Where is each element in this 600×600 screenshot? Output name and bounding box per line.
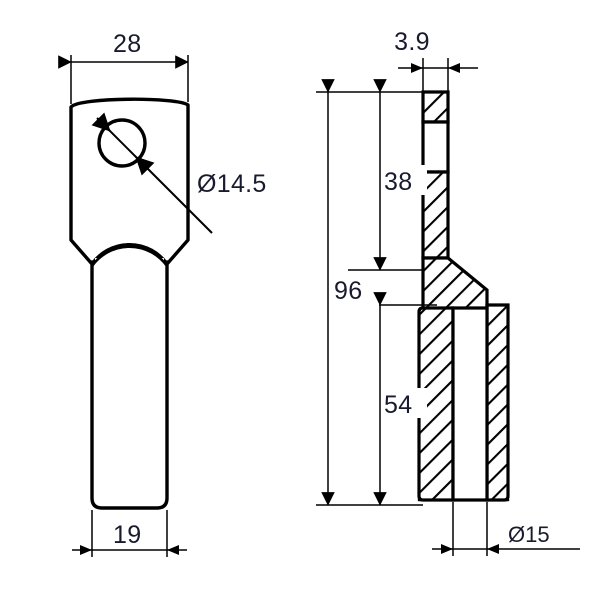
- section-bore-cavity: [451, 306, 489, 502]
- dim-label-96-mask: [333, 274, 379, 306]
- dim-label-39: 3.9: [394, 28, 430, 56]
- section-view-group: 3.9 96 38 54 Ø15: [316, 28, 580, 556]
- dim-label-96: 96: [334, 277, 362, 305]
- dim-label-54-mask: [383, 388, 427, 418]
- arrow-19-left: [80, 545, 92, 555]
- section-sleeve-right-wall: [485, 303, 510, 502]
- hole-leader-arrow-lower: [135, 156, 213, 234]
- arrow-39-right: [448, 63, 460, 73]
- dim-label-38: 38: [384, 168, 412, 196]
- front-view-shank: [90, 260, 169, 510]
- arrow-39-left: [411, 63, 423, 73]
- arrow-bore-right: [487, 544, 499, 554]
- arrow-bore-left: [441, 544, 453, 554]
- hole-diameter-label: Ø14.5: [197, 170, 267, 198]
- arrow-19-right: [167, 545, 179, 555]
- waist-arc: [90, 245, 169, 268]
- hole-leader-arrow-upper: [91, 112, 111, 132]
- section-shoulder-flare: [421, 256, 489, 312]
- dim-label-bore: Ø15: [508, 522, 550, 547]
- section-upper-top-block: [421, 90, 450, 124]
- front-view-group: Ø14.5 28 19: [58, 30, 267, 557]
- section-hole-gap: [421, 120, 450, 174]
- dim-label-38-mask: [383, 165, 427, 195]
- dim-label-28: 28: [113, 30, 141, 58]
- dim-label-19: 19: [113, 521, 141, 549]
- dim-label-54: 54: [384, 391, 412, 419]
- waist-merge-mask: [95, 258, 164, 268]
